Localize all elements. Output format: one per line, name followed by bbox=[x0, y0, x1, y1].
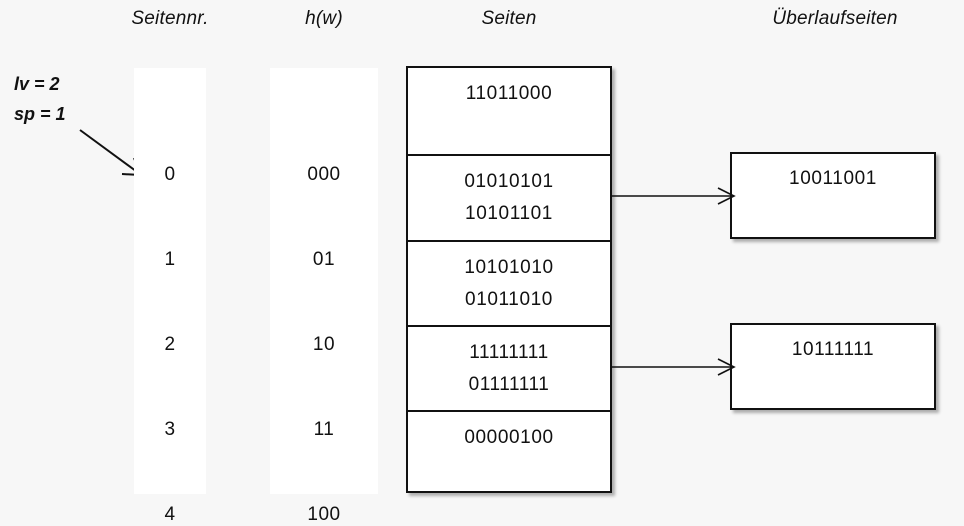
page-record: 11011000 bbox=[465, 83, 553, 104]
page-number-value: 1 bbox=[164, 249, 176, 270]
overflow-page-0: 10011001 bbox=[730, 152, 936, 239]
hash-value: 000 bbox=[307, 164, 341, 185]
page-record: 11111111 bbox=[469, 342, 549, 363]
page-number-value: 4 bbox=[164, 504, 176, 525]
overflow-record: 10111111 bbox=[791, 339, 875, 360]
overflow-record: 10011001 bbox=[789, 168, 877, 189]
column-header-ueberlaufseiten: Überlaufseiten bbox=[772, 8, 898, 29]
connector-page1-to-overflow0 bbox=[610, 184, 736, 208]
page-cell: 10101010 01011010 bbox=[408, 240, 610, 325]
page-record: 10101010 bbox=[464, 257, 554, 278]
column-header-seitennr: Seitennr. bbox=[131, 8, 209, 29]
page-number-value: 2 bbox=[164, 334, 176, 355]
column-header-seiten: Seiten bbox=[481, 8, 537, 29]
column-strip-hw: 000 01 10 11 100 bbox=[270, 68, 378, 525]
parameter-lv-label: lv = 2 bbox=[14, 74, 60, 94]
hash-value: 11 bbox=[313, 419, 335, 440]
page-cell: 11011000 bbox=[408, 68, 610, 154]
page-number-value: 3 bbox=[164, 419, 176, 440]
page-cell: 00000100 bbox=[408, 410, 610, 491]
page-record: 10101101 bbox=[465, 203, 553, 224]
hashing-diagram-canvas: Seitennr. h(w) Seiten Überlaufseiten lv … bbox=[14, 8, 936, 525]
parameter-sp-label: sp = 1 bbox=[14, 104, 66, 124]
page-cell: 11111111 01111111 bbox=[408, 325, 610, 410]
hash-value: 10 bbox=[312, 334, 336, 355]
page-record: 00000100 bbox=[464, 427, 554, 448]
column-header-hw: h(w) bbox=[305, 8, 343, 29]
page-record: 01111111 bbox=[468, 374, 550, 395]
overflow-page-1: 10111111 bbox=[730, 323, 936, 410]
hash-value: 100 bbox=[307, 504, 341, 525]
hash-value: 01 bbox=[312, 249, 336, 270]
connector-page3-to-overflow1 bbox=[610, 355, 736, 379]
column-strip-seitennr: 0 1 2 3 4 bbox=[134, 68, 206, 525]
page-cell: 01010101 10101101 bbox=[408, 154, 610, 240]
pages-table: 11011000 01010101 10101101 10101010 01011010… bbox=[406, 66, 612, 493]
page-record: 01010101 bbox=[464, 171, 554, 192]
page-record: 01011010 bbox=[465, 289, 553, 310]
page-number-value: 0 bbox=[164, 164, 176, 185]
